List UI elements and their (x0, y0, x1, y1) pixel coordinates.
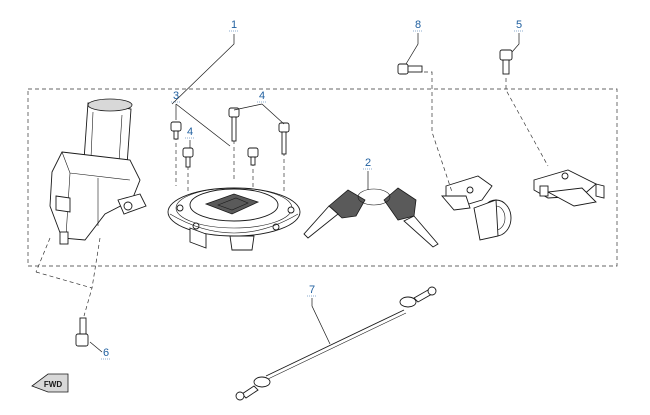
screw-part-3-4 (170, 107, 290, 192)
callout-8[interactable]: 8 (413, 19, 423, 32)
callout-1-label: 1 (231, 19, 237, 31)
callout-3[interactable]: 3 (171, 90, 181, 103)
callout-7-label: 7 (309, 284, 315, 296)
callout-8-label: 8 (415, 19, 421, 31)
forward-direction-arrow: FWD (31, 373, 69, 393)
ignition-switch-assembly (49, 98, 147, 245)
callout-4-upper-label: 4 (259, 90, 265, 102)
callout-4-lower[interactable]: 4 (185, 126, 195, 139)
bolt-part-8 (397, 63, 453, 193)
callout-2[interactable]: 2 (363, 157, 373, 170)
callout-4-lower-label: 4 (187, 126, 193, 138)
callout-5-label: 5 (516, 19, 522, 31)
callout-7[interactable]: 7 (307, 284, 317, 297)
screw-part-6 (35, 237, 101, 347)
callout-6[interactable]: 6 (101, 347, 111, 360)
callout-2-label: 2 (365, 157, 371, 169)
callout-4-upper[interactable]: 4 (257, 90, 267, 103)
bolt-part-5 (499, 49, 549, 167)
key-set (303, 187, 439, 248)
fuel-cap-assembly (167, 187, 301, 251)
callout-6-label: 6 (103, 347, 109, 359)
callout-1[interactable]: 1 (229, 19, 239, 32)
callout-5[interactable]: 5 (514, 19, 524, 32)
bracket-part-5-assembly (533, 169, 605, 207)
fwd-label: FWD (44, 380, 62, 389)
callout-3-label: 3 (173, 90, 179, 102)
cable-part-7 (235, 286, 437, 401)
bracket-clamp-assembly (441, 175, 512, 241)
assembly-boundary (27, 88, 618, 267)
